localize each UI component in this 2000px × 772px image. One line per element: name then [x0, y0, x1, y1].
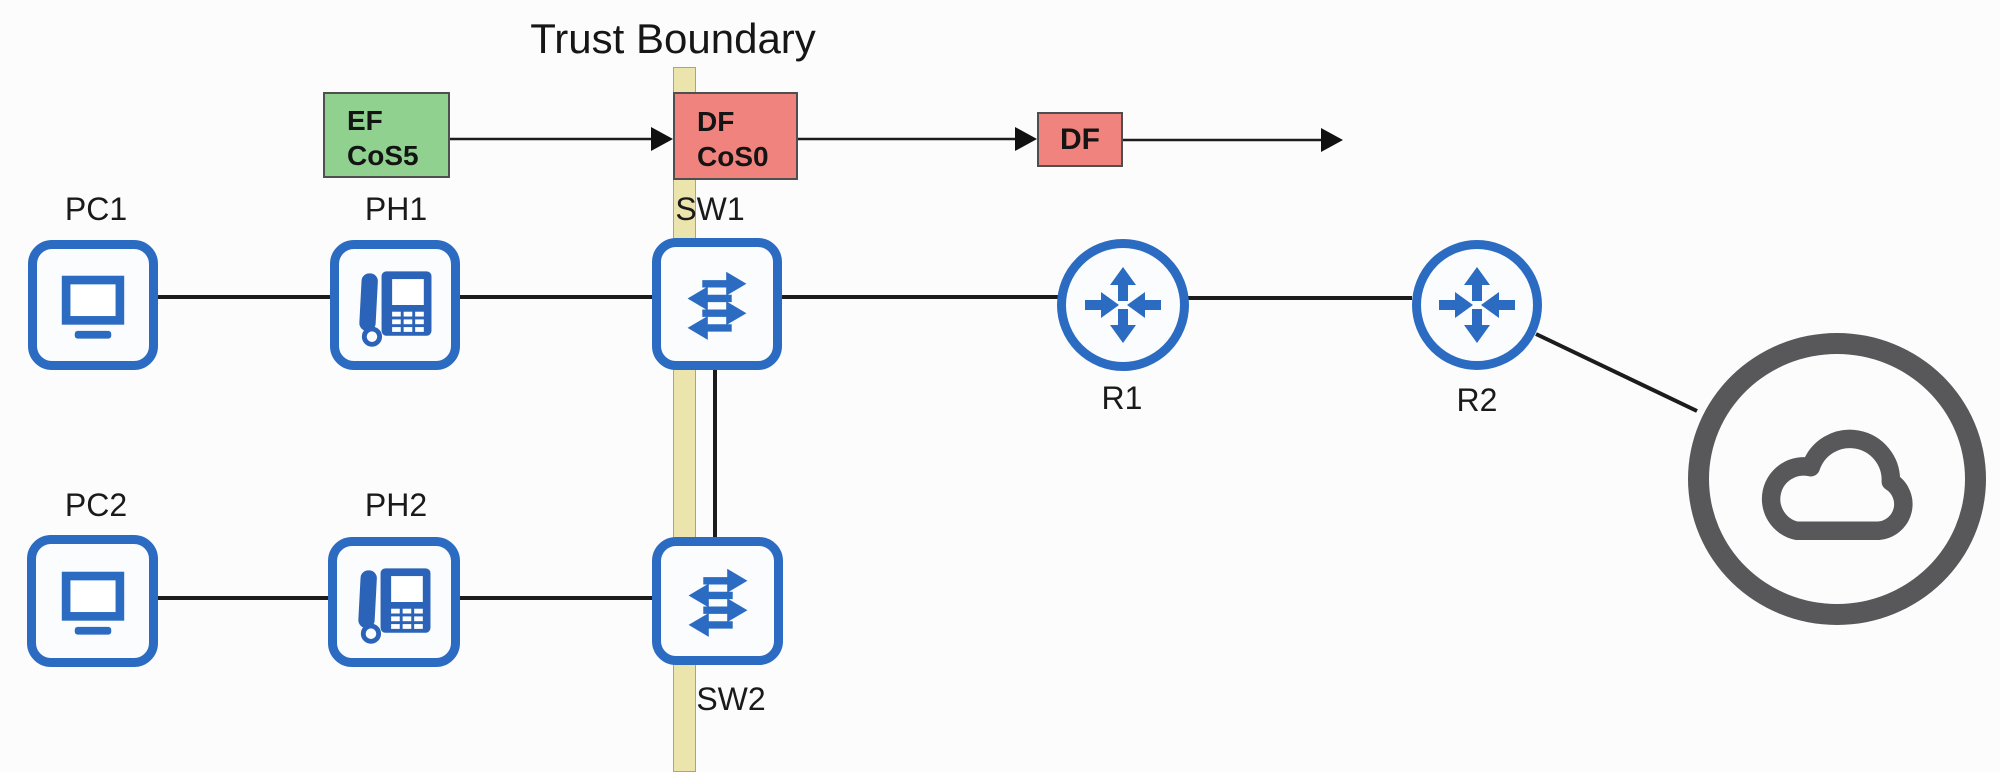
packet-label: DF	[1060, 122, 1100, 156]
arrowhead-icon	[1321, 128, 1343, 152]
label-pc2: PC2	[64, 487, 128, 523]
device-ph1	[330, 240, 460, 370]
ip-phone-icon	[358, 568, 431, 644]
diagram-title: Trust Boundary	[530, 15, 816, 62]
label-sw1: SW1	[675, 191, 745, 227]
router-icon	[1439, 267, 1515, 343]
device-ph2	[328, 537, 460, 667]
device-sw2	[652, 537, 783, 665]
packet-label: CoS5	[347, 140, 419, 171]
packet-label: EF	[347, 105, 383, 136]
arrowhead-icon	[1015, 127, 1037, 151]
desktop-pc-icon	[61, 571, 124, 635]
desktop-pc-icon	[61, 275, 125, 339]
router-icon	[1085, 267, 1161, 343]
label-pc1: PC1	[64, 191, 128, 227]
label-ph1: PH1	[364, 191, 428, 227]
device-r2	[1412, 240, 1542, 370]
link-r2-cloud	[1535, 332, 1698, 413]
packet-df: DF	[1037, 112, 1123, 167]
device-cloud	[1688, 333, 1986, 625]
label-sw2: SW2	[696, 681, 766, 717]
label-r1: R1	[1101, 380, 1143, 416]
switch-icon	[688, 568, 747, 637]
cloud-icon	[1761, 429, 1913, 540]
packet-label: DF	[697, 106, 735, 137]
switch-icon	[687, 271, 747, 340]
packet-ef-cos5: EF CoS5	[323, 92, 450, 178]
arrowhead-icon	[651, 127, 673, 151]
label-r2: R2	[1456, 382, 1498, 418]
label-ph2: PH2	[364, 487, 428, 523]
packet-label: CoS0	[697, 141, 769, 172]
device-r1	[1057, 239, 1189, 371]
device-sw1	[652, 238, 782, 370]
device-pc2	[27, 535, 158, 667]
ip-phone-icon	[359, 271, 432, 347]
device-pc1	[28, 240, 158, 370]
packet-df-cos0: DF CoS0	[673, 92, 798, 180]
